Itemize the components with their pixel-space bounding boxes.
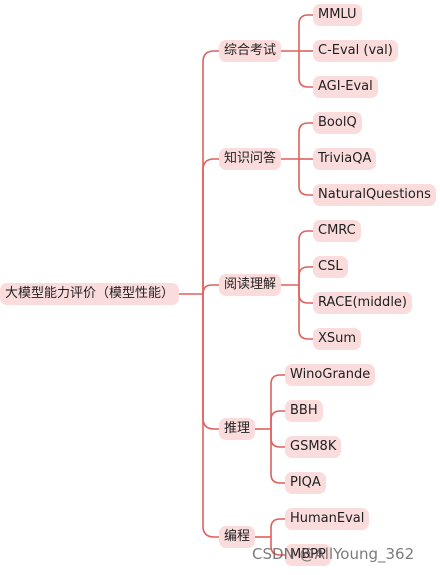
link-root-branch-2 [202,284,219,295]
category-node-3[interactable]: 推理 [219,418,256,440]
leaf-node[interactable]: BoolQ [313,112,362,134]
link-category-2-branch-2 [298,285,313,304]
link-category-4-branch-1 [270,537,285,556]
leaf-node[interactable]: CMRC [313,220,361,242]
link-category-2-branch-0 [298,230,313,285]
category-node-4[interactable]: 编程 [219,526,256,548]
root-node[interactable]: 大模型能力评价（模型性能） [0,283,180,305]
category-node-0[interactable]: 综合考试 [219,40,282,62]
link-category-3-branch-0 [270,374,285,429]
watermark: CSDN @AllYoung_362 [252,545,415,563]
leaf-node[interactable]: WinoGrande [285,364,376,386]
link-category-1-branch-0 [298,122,313,159]
category-node-2[interactable]: 阅读理解 [219,274,282,296]
leaf-node[interactable]: MBPP [285,544,331,566]
leaf-node[interactable]: CSL [313,256,348,278]
link-root-branch-1 [202,158,219,294]
leaf-node[interactable]: AGI-Eval [313,76,378,98]
link-category-3-branch-1 [270,410,285,429]
leaf-node[interactable]: BBH [285,400,323,422]
leaf-node[interactable]: XSum [313,328,362,350]
link-category-3-branch-2 [270,429,285,448]
link-category-2-branch-1 [298,266,313,285]
link-category-1-branch-2 [298,159,313,196]
category-node-1[interactable]: 知识问答 [219,148,282,170]
link-category-0-branch-2 [298,51,313,88]
leaf-node[interactable]: GSM8K [285,436,342,458]
link-category-3-branch-3 [270,429,285,484]
link-category-2-branch-3 [298,285,313,340]
link-root-branch-3 [202,294,219,430]
leaf-node[interactable]: C-Eval (val) [313,40,398,62]
leaf-node[interactable]: PIQA [285,472,326,494]
leaf-node[interactable]: NaturalQuestions [313,184,436,206]
link-root-branch-4 [202,294,219,538]
link-category-4-branch-0 [270,518,285,537]
leaf-node[interactable]: MMLU [313,4,362,26]
leaf-node[interactable]: RACE(middle) [313,292,412,314]
link-root-branch-0 [202,50,219,294]
leaf-node[interactable]: TriviaQA [313,148,377,170]
link-category-0-branch-0 [298,14,313,51]
leaf-node[interactable]: HumanEval [285,508,370,530]
